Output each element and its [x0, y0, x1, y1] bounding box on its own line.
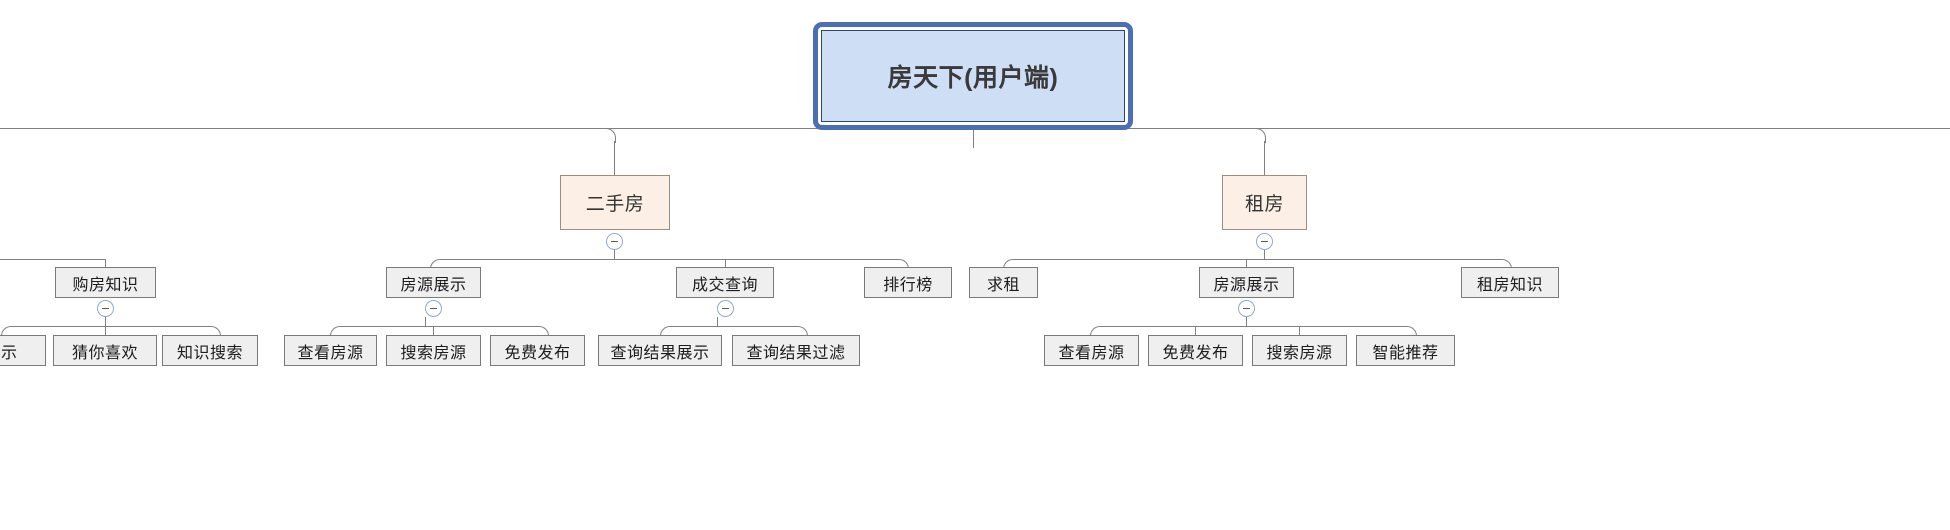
toggle-collapse-goufangzhishi[interactable] — [97, 300, 114, 317]
connector-stem-fyzs-esf-level4 — [425, 317, 426, 327]
toggle-collapse-fangyuanzhanshi-zufang[interactable] — [1238, 300, 1255, 317]
connector-drop-chengjiaochaxun — [725, 259, 726, 268]
toggle-collapse-zufang[interactable] — [1256, 233, 1273, 250]
connector-bus-fyzs-zf — [1100, 326, 1406, 327]
connector-drop-fangyuanzhanshi-zf — [1246, 259, 1247, 268]
node-leaf-zhinengtuijian[interactable]: 智能推荐 — [1356, 335, 1455, 366]
connector-root-stem — [973, 130, 974, 148]
node-leaf-cainixihuan[interactable]: 猜你喜欢 — [53, 335, 157, 366]
connector-elbow-zufangzhishi — [1500, 259, 1512, 272]
node-leaf-mianfeifabu-ershoufang[interactable]: 免费发布 — [490, 335, 585, 366]
node-fangyuanzhanshi-ershoufang[interactable]: 房源展示 — [386, 267, 481, 298]
connector-elbow-zufang — [1255, 128, 1266, 143]
connector-stem-zufang-level3 — [1264, 250, 1265, 260]
toggle-collapse-fangyuanzhanshi-ershoufang[interactable] — [425, 300, 442, 317]
connector-drop-sousuofangyuan-zf — [1299, 326, 1300, 335]
connector-elbow-qiuzu — [1003, 259, 1015, 272]
node-category-ershoufang[interactable]: 二手房 — [560, 175, 670, 230]
connector-bus-chengjiaochaxun — [670, 326, 797, 327]
node-goufangzhishi[interactable]: 购房知识 — [55, 267, 156, 298]
connector-stem-goufangzhishi-level4 — [105, 317, 106, 327]
node-chengjiaochaxun[interactable]: 成交查询 — [676, 267, 774, 298]
node-leaf-chaxunjieguozhanshi[interactable]: 查询结果展示 — [598, 335, 722, 366]
connector-bus-zufang — [1013, 259, 1501, 260]
node-leaf-chakanfangyuan-ershoufang[interactable]: 查看房源 — [284, 335, 377, 366]
connector-bus-fyzs-esf — [340, 326, 538, 327]
node-leaf-chakanfangyuan-zufang[interactable]: 查看房源 — [1044, 335, 1139, 366]
connector-stem-ershoufang-level3 — [614, 250, 615, 260]
connector-elbow-zhanshi — [1, 326, 13, 336]
connector-bus-offscreen-left — [0, 259, 106, 260]
node-leaf-sousuofangyuan-zufang[interactable]: 搜索房源 — [1252, 335, 1347, 366]
connector-bus-goufangzhishi — [11, 326, 210, 327]
connector-elbow-chakanfangyuan-esf — [330, 326, 342, 336]
connector-elbow-ershoufang — [605, 128, 616, 143]
node-leaf-zhanshi[interactable]: 展示 — [0, 335, 46, 366]
connector-drop-sousuofangyuan-esf — [433, 326, 434, 335]
node-fangyuanzhanshi-zufang[interactable]: 房源展示 — [1199, 267, 1294, 298]
node-paihangbang[interactable]: 排行榜 — [864, 267, 952, 298]
connector-bus-ershoufang — [440, 259, 898, 260]
connector-elbow-chaxunjieguozhanshi — [660, 326, 672, 336]
toggle-collapse-ershoufang[interactable] — [606, 233, 623, 250]
connector-elbow-fangyuanzhanshi-esf — [430, 259, 442, 272]
node-leaf-mianfeifabu-zufang[interactable]: 免费发布 — [1148, 335, 1243, 366]
connector-stem-chengjiaochaxun-level4 — [717, 317, 718, 327]
connector-drop-mianfeifabu-zf — [1195, 326, 1196, 335]
node-root[interactable]: 房天下(用户端) — [821, 30, 1125, 122]
node-leaf-sousuofangyuan-ershoufang[interactable]: 搜索房源 — [386, 335, 481, 366]
connector-elbow-paihangbang — [897, 259, 909, 272]
connector-drop-goufangzhishi — [105, 259, 106, 268]
connector-drop-ershoufang — [614, 141, 615, 175]
toggle-collapse-chengjiaochaxun[interactable] — [717, 300, 734, 317]
node-zufangzhishi[interactable]: 租房知识 — [1461, 267, 1559, 298]
node-qiuzu[interactable]: 求租 — [969, 267, 1038, 298]
node-category-zufang[interactable]: 租房 — [1222, 175, 1307, 230]
node-leaf-zhishisousuo[interactable]: 知识搜索 — [162, 335, 258, 366]
connector-elbow-chakanfangyuan-zf — [1090, 326, 1102, 336]
connector-drop-cainixihuan — [105, 326, 106, 335]
connector-drop-zufang — [1264, 141, 1265, 175]
node-leaf-chaxunjieguoguolv[interactable]: 查询结果过滤 — [732, 335, 860, 366]
connector-stem-fyzs-zf-level4 — [1246, 317, 1247, 327]
